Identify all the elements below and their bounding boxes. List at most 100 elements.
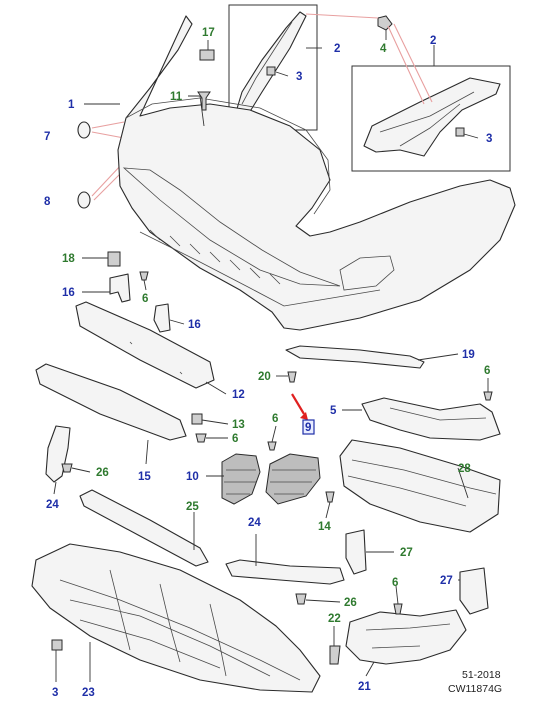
leader-red-7 (91, 121, 125, 139)
bumper-grille-slats (149, 229, 281, 285)
callout-16-right: 16 (188, 319, 201, 331)
undertray-ribs (59, 569, 301, 681)
bracket-16-left (109, 273, 131, 303)
screw-6-grille (267, 441, 277, 451)
screw-6-left (139, 271, 149, 281)
callout-27-upper: 27 (400, 547, 413, 559)
washer-cover-7 (77, 121, 91, 139)
callout-6-a: 6 (142, 293, 148, 305)
bumper-lower-edge (139, 231, 381, 307)
clip-13 (191, 413, 203, 425)
callout-6-d: 6 (484, 365, 490, 377)
inset-bracket-part (235, 11, 307, 119)
trim-19 (285, 345, 425, 369)
callout-numbers: 1 2 2 3 3 3 4 5 6 6 6 6 6 7 8 9 10 11 12… (44, 27, 492, 699)
clip-17 (199, 49, 215, 61)
callout-9: 9 (305, 422, 311, 434)
callout-23: 23 (82, 687, 95, 699)
screw-6-right (483, 391, 493, 401)
bracket-5 (361, 397, 501, 441)
inset-bracket-detail (241, 21, 293, 105)
bracket-27-lower (459, 567, 489, 615)
undertray-23 (31, 543, 321, 693)
grille-insert-10 (221, 453, 261, 505)
bracket-21-detail (365, 623, 451, 649)
callout-17: 17 (202, 27, 215, 39)
bumper-side-vent (339, 255, 395, 291)
screw-6-lower-right (393, 603, 403, 615)
bracket-16-right (153, 303, 171, 333)
inset-right-detail (379, 91, 475, 147)
clip-3-undertray (51, 639, 63, 651)
callout-18: 18 (62, 253, 75, 265)
beam-12 (75, 301, 215, 389)
callout-11: 11 (170, 91, 183, 103)
beam-12-holes (129, 341, 183, 375)
callout-24-left: 24 (46, 499, 59, 511)
absorber-28 (339, 439, 501, 533)
callout-26-left: 26 (96, 467, 109, 479)
screw-20 (287, 371, 297, 383)
callout-4: 4 (380, 43, 387, 55)
screw-14 (325, 491, 335, 503)
callout-12: 12 (232, 389, 245, 401)
callout-3-left: 3 (296, 71, 302, 83)
inset-right-part (363, 77, 501, 157)
callout-13: 13 (232, 419, 245, 431)
image-id: CW11874G (448, 683, 502, 695)
bumper-grille-opening (122, 167, 341, 287)
callout-19: 19 (462, 349, 475, 361)
trim-strip-24 (225, 559, 345, 585)
fastener-11 (197, 91, 211, 111)
callout-8: 8 (44, 196, 51, 208)
callout-27-lower: 27 (440, 575, 453, 587)
washer-cover-8 (77, 191, 91, 209)
bumper-crease (125, 97, 331, 215)
callout-14: 14 (318, 521, 331, 533)
bracket-5-detail (389, 407, 487, 421)
callout-22: 22 (328, 613, 341, 625)
beam-25 (79, 489, 209, 567)
clip-18 (107, 251, 121, 267)
callout-2-right: 2 (430, 35, 436, 47)
callout-16-left: 16 (62, 287, 75, 299)
callout-3-bottom: 3 (52, 687, 58, 699)
inset-clip-right (455, 127, 465, 137)
bracket-21 (345, 609, 467, 665)
absorber-28-detail (347, 459, 497, 507)
clip-4-shape (377, 15, 393, 31)
inset-clip-left (266, 66, 276, 76)
grille-mesh-lines (224, 469, 316, 495)
callout-1: 1 (68, 99, 75, 111)
callout-24-mid: 24 (248, 517, 261, 529)
callout-7: 7 (44, 131, 50, 143)
reference-code: 51-2018 (462, 669, 501, 681)
callout-2-left: 2 (334, 43, 340, 55)
callout-10: 10 (186, 471, 199, 483)
callout-20: 20 (258, 371, 271, 383)
callout-5: 5 (330, 405, 337, 417)
screw-6-mid (195, 433, 207, 443)
screw-26-lower (295, 593, 307, 605)
callout-26-lower: 26 (344, 597, 357, 609)
highlight-arrow-head (300, 412, 308, 420)
callout-25: 25 (186, 501, 199, 513)
leader-lines (53, 30, 489, 682)
highlight-box-9 (302, 419, 315, 435)
inset-box-right (351, 65, 511, 172)
callout-15: 15 (138, 471, 151, 483)
callout-6-c: 6 (272, 413, 278, 425)
grille-insert-9 (265, 453, 321, 505)
leader-red-inset (305, 13, 433, 105)
callout-3-right: 3 (486, 133, 492, 145)
highlight-arrow (291, 393, 305, 415)
callout-6-b: 6 (232, 433, 238, 445)
bumper-cover (117, 15, 516, 331)
callout-28: 28 (458, 463, 471, 475)
screw-26-left (61, 463, 73, 473)
clip-22 (329, 645, 341, 665)
side-bracket-24 (45, 425, 71, 483)
callout-21: 21 (358, 681, 371, 693)
callout-6-e: 6 (392, 577, 398, 589)
